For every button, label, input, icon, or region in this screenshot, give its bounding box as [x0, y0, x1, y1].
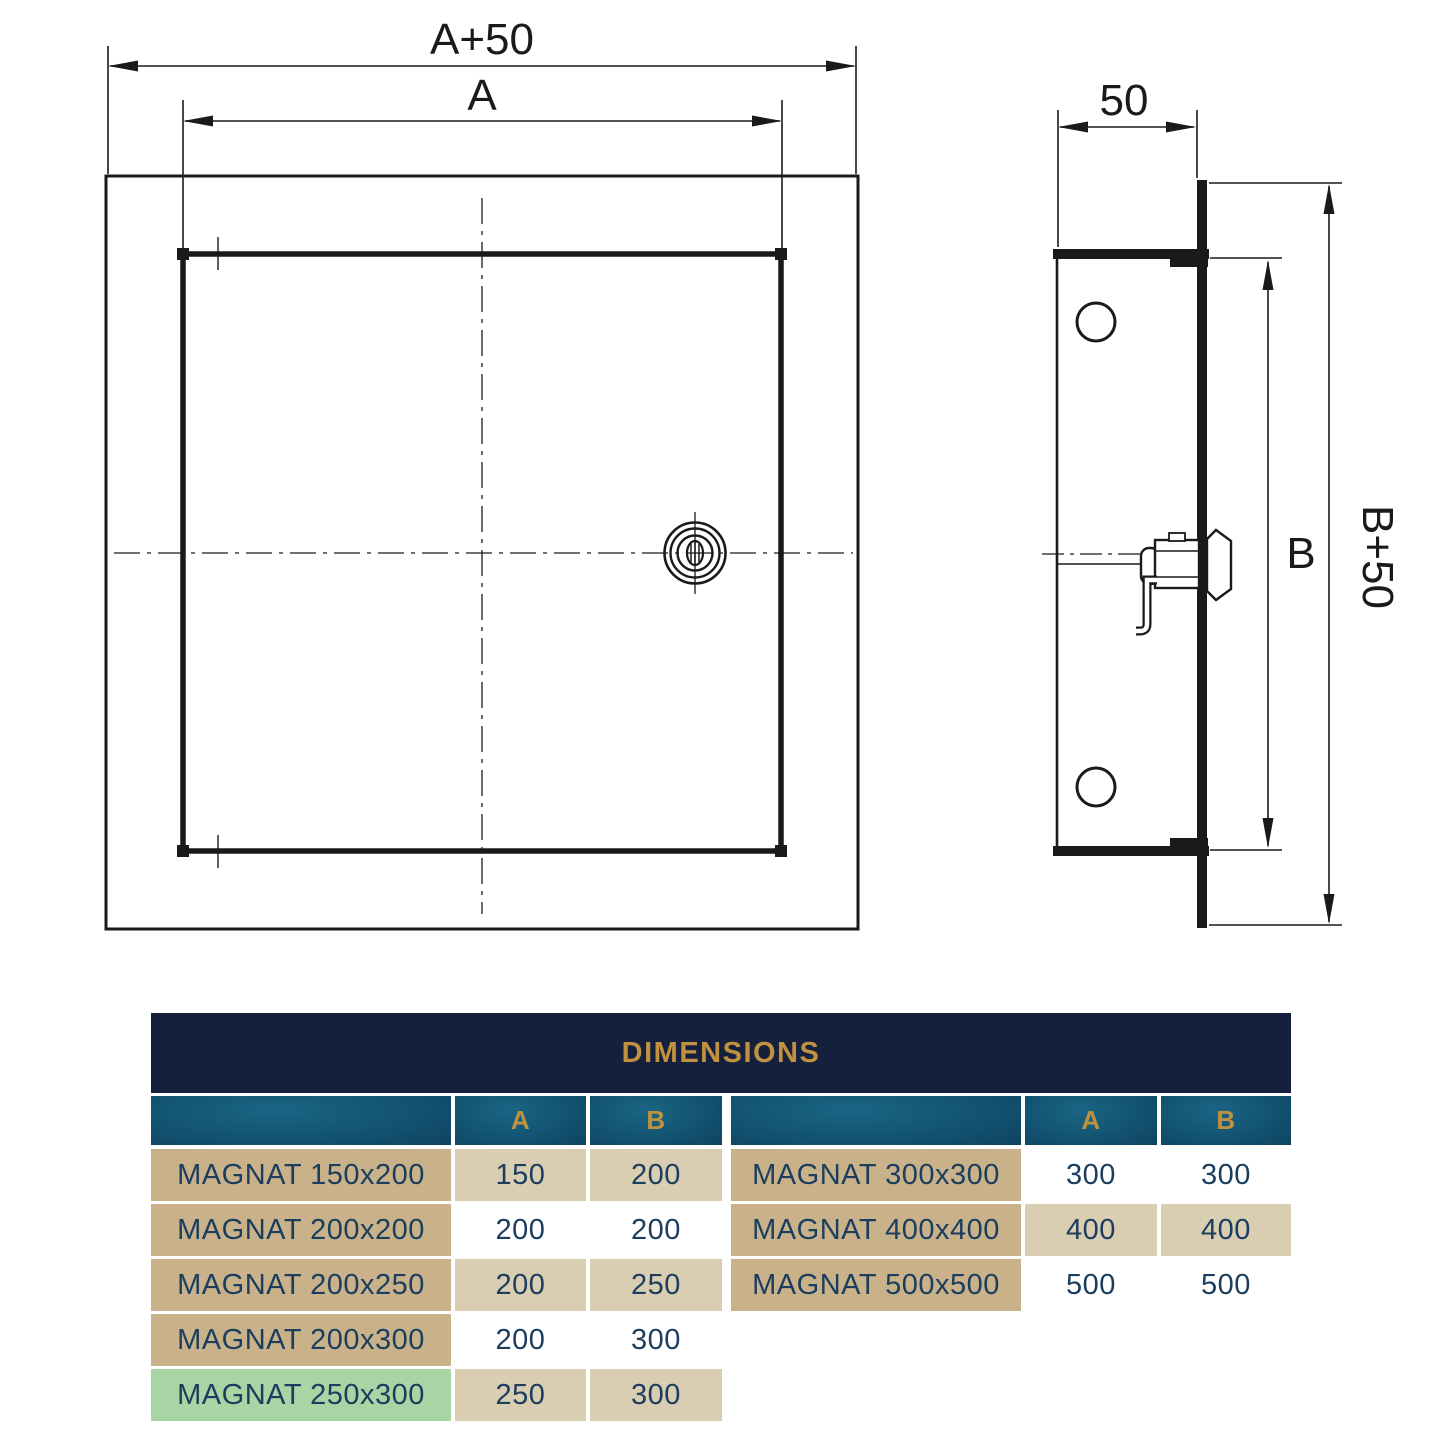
- door-corner-tab: [177, 845, 189, 857]
- side-view: 50 B B+50: [1042, 76, 1402, 928]
- header-col-a-left: A: [455, 1096, 586, 1145]
- side-door-leaf: [1197, 180, 1207, 928]
- arrow-down-icon: [1323, 894, 1335, 924]
- value-b-cell: 300: [1161, 1149, 1291, 1201]
- arrow-up-icon: [1323, 184, 1335, 214]
- table-row: MAGNAT 200x250 200 250 MAGNAT 500x500 50…: [151, 1259, 1291, 1311]
- dim-label-b-plus-50: B+50: [1353, 505, 1402, 609]
- cam-lock-front: [663, 512, 727, 594]
- value-b-cell: 250: [590, 1259, 722, 1311]
- header-blank-right: [731, 1096, 1021, 1145]
- model-name-cell: MAGNAT 300x300: [731, 1149, 1021, 1201]
- value-a-cell: 400: [1025, 1204, 1157, 1256]
- dimension-50: 50: [1057, 76, 1198, 247]
- dimensions-table: DIMENSIONS A B A B MAGNAT 150x200 150 20…: [151, 1013, 1291, 1424]
- value-b-cell: 400: [1161, 1204, 1291, 1256]
- value-b-cell: 300: [590, 1369, 722, 1421]
- header-blank-left: [151, 1096, 451, 1145]
- arrow-down-icon: [1262, 818, 1274, 848]
- header-col-a-right: A: [1025, 1096, 1157, 1145]
- header-col-b-left: B: [590, 1096, 722, 1145]
- value-a-cell: 200: [455, 1204, 586, 1256]
- dimension-b-plus-50: B+50: [1209, 182, 1402, 926]
- front-outer-frame: [104, 174, 860, 931]
- door-corner-tab: [775, 248, 787, 260]
- arrow-right-icon: [826, 60, 856, 72]
- model-name-cell: MAGNAT 200x300: [151, 1314, 451, 1366]
- model-name-cell: MAGNAT 400x400: [731, 1204, 1021, 1256]
- dim-label-a: A: [467, 71, 497, 120]
- arrow-left-icon: [183, 115, 213, 127]
- side-step-bottom: [1170, 838, 1208, 846]
- value-a-cell: 200: [455, 1314, 586, 1366]
- table-header-row: A B A B: [151, 1096, 1291, 1145]
- value-b-cell: 200: [590, 1149, 722, 1201]
- model-name-cell: MAGNAT 150x200: [151, 1149, 451, 1201]
- arrow-left-icon: [1058, 121, 1088, 133]
- hex-knob: [1205, 528, 1233, 602]
- technical-drawing: A+50 A: [104, 15, 1402, 931]
- model-name-cell: MAGNAT 200x200: [151, 1204, 451, 1256]
- dim-label-50: 50: [1100, 76, 1149, 125]
- value-b-cell: 500: [1161, 1259, 1291, 1311]
- dimension-a-plus-50: A+50: [107, 15, 857, 174]
- dimension-b: B: [1210, 257, 1316, 851]
- side-step-top: [1170, 259, 1208, 267]
- header-col-b-right: B: [1161, 1096, 1291, 1145]
- value-b-cell: 300: [590, 1314, 722, 1366]
- value-a-cell: 250: [455, 1369, 586, 1421]
- model-name-cell: MAGNAT 500x500: [731, 1259, 1021, 1311]
- arrow-right-icon: [752, 115, 782, 127]
- dim-label-b: B: [1286, 529, 1315, 578]
- arrow-up-icon: [1262, 260, 1274, 290]
- value-a-cell: 200: [455, 1259, 586, 1311]
- mounting-hole-bottom: [1075, 766, 1117, 808]
- front-view: A+50 A: [104, 15, 860, 931]
- table-row: MAGNAT 150x200 150 200 MAGNAT 300x300 30…: [151, 1149, 1291, 1201]
- dimension-a: A: [182, 71, 783, 258]
- mounting-hole-top: [1075, 301, 1117, 343]
- model-name-cell-highlighted: MAGNAT 250x300: [151, 1369, 451, 1421]
- table-row: MAGNAT 250x300 250 300: [151, 1369, 1291, 1421]
- value-b-cell: 200: [590, 1204, 722, 1256]
- table-row: MAGNAT 200x200 200 200 MAGNAT 400x400 40…: [151, 1204, 1291, 1256]
- door-corner-tab: [775, 845, 787, 857]
- dim-label-a-plus-50: A+50: [430, 15, 534, 64]
- table-title: DIMENSIONS: [151, 1013, 1291, 1093]
- value-a-cell: 300: [1025, 1149, 1157, 1201]
- value-a-cell: 500: [1025, 1259, 1157, 1311]
- arrow-right-icon: [1166, 121, 1196, 133]
- arrow-left-icon: [108, 60, 138, 72]
- table-row: MAGNAT 200x300 200 300: [151, 1314, 1291, 1366]
- side-flange-bottom: [1053, 846, 1209, 856]
- value-a-cell: 150: [455, 1149, 586, 1201]
- side-flange-top: [1053, 249, 1209, 259]
- model-name-cell: MAGNAT 200x250: [151, 1259, 451, 1311]
- cam-lock-side: [1136, 528, 1233, 636]
